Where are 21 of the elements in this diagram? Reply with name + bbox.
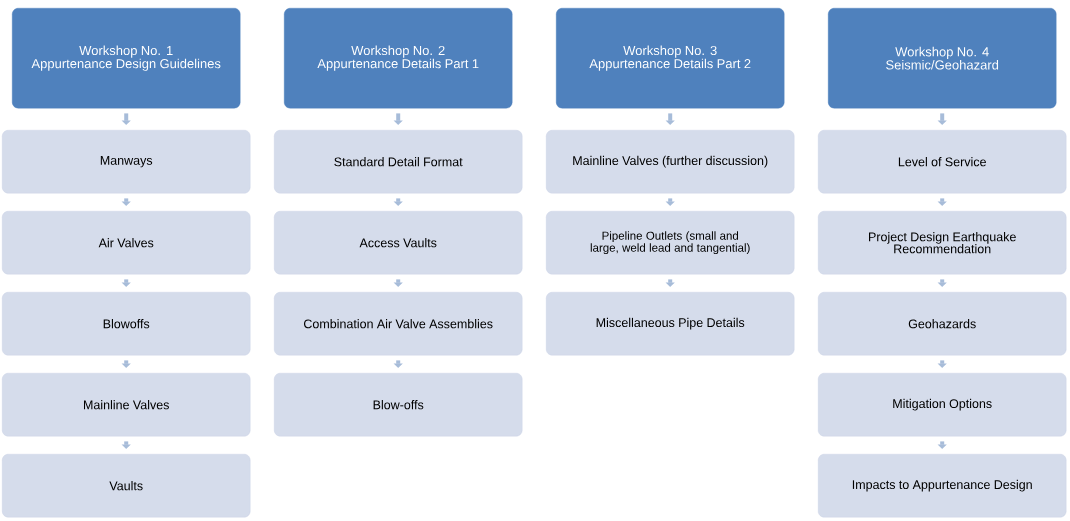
topic-box: Vaults	[2, 454, 251, 518]
topic-box: Pipeline Outlets (small and large, weld lead and tangential)	[546, 211, 795, 275]
topic-box: Mainline Valves (further discussion)	[546, 130, 795, 194]
topic-box: Blowoffs	[2, 292, 251, 356]
topic-box: Mainline Valves	[2, 373, 251, 437]
workshop-header-box: Workshop No. 1 Appurtenance Design Guidelines	[12, 8, 241, 109]
topic-box: Combination Air Valve Assemblies	[274, 292, 523, 356]
workshop-header-box: Workshop No. 2 Appurtenance Details Part 1	[284, 8, 513, 109]
topic-box: Access Vaults	[274, 211, 523, 275]
topic-box: Mitigation Options	[818, 373, 1067, 437]
topic-box: Project Design Earthquake Recommendation	[818, 211, 1067, 275]
topic-box: Standard Detail Format	[274, 130, 523, 194]
topic-box: Impacts to Appurtenance Design	[818, 454, 1067, 518]
workshop-header-box: Workshop No. 3 Appurtenance Details Part 2	[556, 8, 785, 109]
topic-box: Manways	[2, 130, 251, 194]
topic-box: Air Valves	[2, 211, 251, 275]
topic-box: Level of Service	[818, 130, 1067, 194]
workshop-header-box: Workshop No. 4 Seismic/Geohazard	[828, 8, 1057, 109]
topic-box: Geohazards	[818, 292, 1067, 356]
topic-box: Miscellaneous Pipe Details	[546, 292, 795, 356]
topic-box: Blow-offs	[274, 373, 523, 437]
